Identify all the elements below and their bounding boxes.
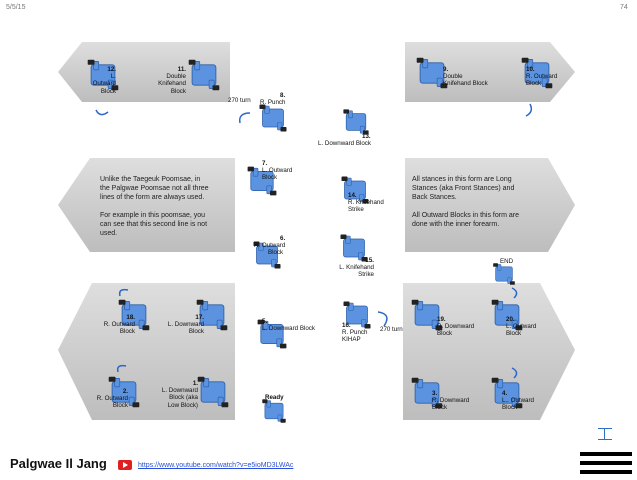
note-left: Unlike the Taegeuk Poomsae, in the Palgw… bbox=[100, 176, 209, 237]
stance-figure-end bbox=[492, 262, 516, 286]
page-title: Palgwae Il Jang bbox=[10, 456, 107, 471]
arrow-panel-bottom-left bbox=[58, 283, 235, 420]
turn-label-270: 270 turn bbox=[228, 97, 251, 104]
turn-arrow-icon bbox=[118, 288, 129, 297]
stance-figure-ready bbox=[261, 398, 287, 424]
turn-arrow-icon bbox=[377, 311, 388, 327]
turn-arrow-icon bbox=[116, 364, 127, 373]
move-label-8: 8.R. Punch bbox=[260, 92, 286, 107]
arrow-panel-top-left bbox=[58, 42, 230, 102]
turn-arrow-icon bbox=[238, 112, 251, 124]
stance-figure-8 bbox=[259, 104, 287, 132]
youtube-icon[interactable] bbox=[118, 460, 132, 470]
arrow-panel-bottom-right bbox=[403, 283, 575, 420]
pattern-symbol-icon bbox=[598, 428, 612, 440]
move-label-5: 5.L. Downward Block bbox=[262, 318, 315, 333]
turn-arrow-icon bbox=[95, 109, 109, 116]
header-date: 5/5/15 bbox=[6, 4, 26, 11]
note-right: All stances in this form are Long Stance… bbox=[412, 176, 519, 228]
video-link[interactable]: https://www.youtube.com/watch?v=e5ioMD3L… bbox=[138, 462, 294, 469]
move-label-13: 13.L. Downward Block bbox=[318, 133, 371, 148]
move-label-end: END bbox=[500, 258, 514, 265]
arrow-panel-top-right bbox=[405, 42, 575, 102]
arrow-panel-mid-right bbox=[405, 158, 575, 252]
turn-arrow-icon bbox=[511, 367, 518, 379]
turn-arrow-icon bbox=[511, 287, 518, 299]
turn-label-270-b: 270 turn bbox=[380, 326, 403, 333]
stance-figure-13 bbox=[342, 108, 370, 136]
move-label-ready: Ready bbox=[265, 394, 284, 401]
turn-arrow-icon bbox=[525, 103, 533, 117]
header-page-number: 74 bbox=[620, 4, 628, 11]
arrow-panel-mid-left bbox=[58, 158, 235, 252]
